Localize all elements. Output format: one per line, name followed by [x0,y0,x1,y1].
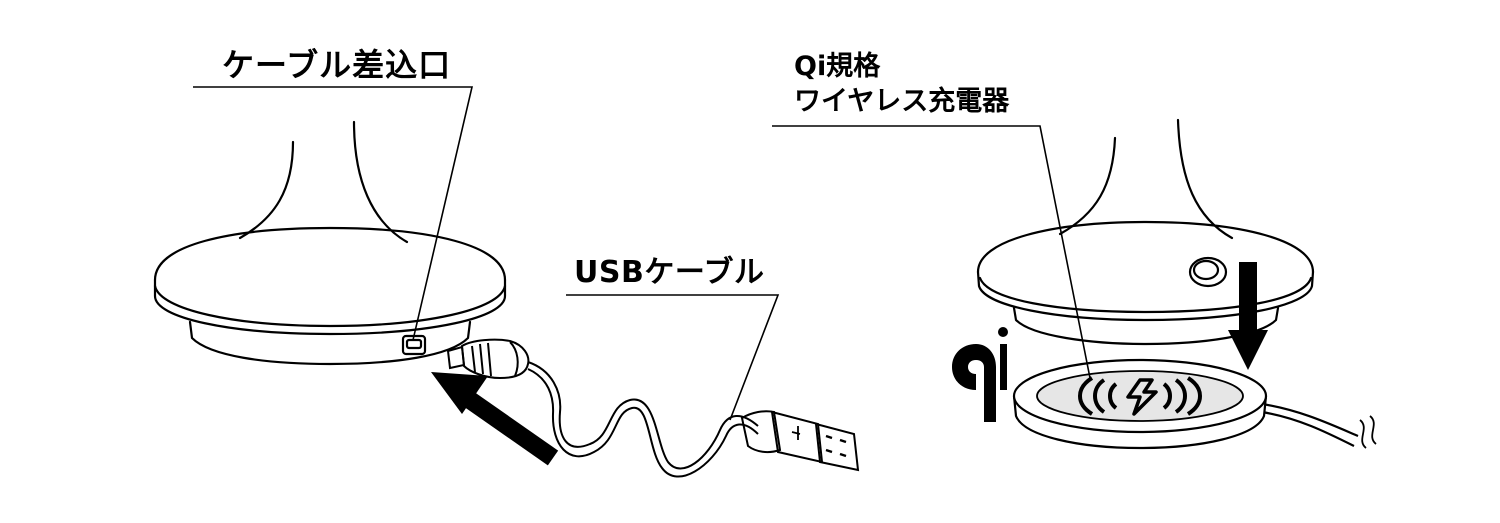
cable-line-inner [527,368,759,478]
cable-line-outer [527,361,759,470]
usb-cable [446,338,860,478]
usb-a-metal [814,422,860,472]
wireless-charger-label: ワイヤレス充電器 [794,86,1010,117]
usb-a-strain-relief [740,410,782,454]
qi-charger-leader [772,125,1091,379]
left-lamp-stem-left [238,140,295,240]
insert-arrow [431,372,559,466]
left-lamp-base-rim-inner [153,284,507,328]
place-arrow [1228,262,1268,370]
right-lamp-base-rim-inner [978,276,1313,314]
right-lamp-base-top [976,220,1315,274]
cord-break-mark [1359,415,1377,449]
left-lamp [153,120,507,366]
right-lamp-stem-right [1176,118,1234,240]
left-lamp-base-lower [188,320,472,366]
qi-logo-icon [950,322,1008,426]
usb-a-body [770,410,824,464]
charger-cord [1261,402,1359,438]
touch-button-inner [1192,259,1220,281]
left-lamp-stem-right [352,120,409,244]
right-lamp [976,118,1315,346]
qi-charging-pad [1012,358,1377,450]
right-lamp-stem-left [1058,136,1117,236]
cable-port-leader [193,86,474,341]
qi-standard-label: Qi規格 [794,51,881,82]
cable-port-slot [405,338,423,350]
right-lamp-base-rim [976,270,1315,322]
wireless-charging-icon [1078,376,1202,416]
usb-cable-label: USBケーブル [574,255,765,290]
left-lamp-base-top [153,226,507,282]
left-lamp-base-rim [153,278,507,336]
micro-usb-body [460,338,530,380]
usb-cable-leader [566,294,780,421]
touch-button [1188,256,1228,288]
cable-port-label: ケーブル差込口 [222,46,452,84]
